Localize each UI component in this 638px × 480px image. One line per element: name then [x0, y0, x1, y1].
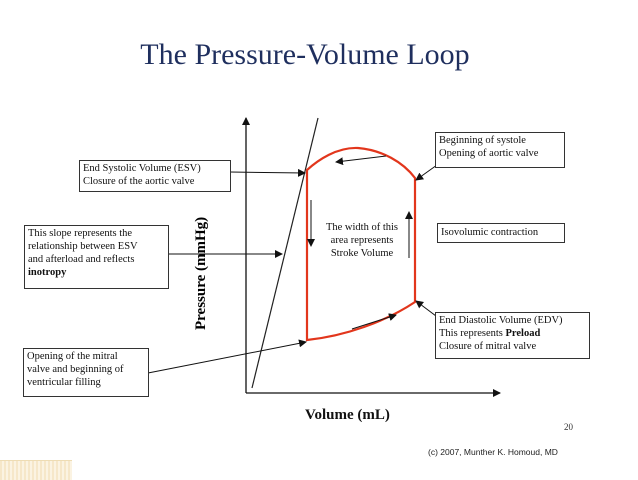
- esv-pointer: [229, 168, 306, 177]
- pv-loop: [305, 146, 417, 342]
- edv-text-3: Closure of mitral valve: [439, 341, 537, 352]
- systole-text-1: Beginning of systole: [439, 135, 526, 146]
- inotropy-label: inotropy: [28, 267, 67, 278]
- filling-arrow: [351, 313, 397, 330]
- edv-text-1: End Diastolic Volume (EDV): [439, 315, 563, 326]
- width-text-3: Stroke Volume: [330, 248, 394, 259]
- edv-text-2: This represents Preload: [439, 327, 586, 340]
- slope-callout: This slope represents the relationship b…: [24, 225, 169, 289]
- mitral-text-2: valve and beginning of: [27, 364, 124, 375]
- esv-label: End Systolic Volume (ESV): [83, 163, 201, 174]
- slope-text-2: relationship between ESV: [28, 241, 138, 252]
- esv-callout: End Systolic Volume (ESV) Closure of the…: [79, 160, 231, 192]
- stroke-volume-note: The width of this area represents Stroke…: [312, 221, 412, 260]
- mitral-text-3: ventricular filling: [27, 377, 101, 388]
- edv-prefix: This represents: [439, 328, 506, 339]
- mitral-pointer: [147, 339, 307, 374]
- page-number: 20: [564, 422, 573, 432]
- x-axis-label: Volume (mL): [305, 407, 390, 423]
- edv-pointer: [415, 300, 437, 317]
- isovolumic-callout: Isovolumic contraction: [437, 223, 565, 243]
- systole-text-2: Opening of aortic valve: [439, 148, 539, 159]
- width-text-2: area represents: [330, 235, 394, 246]
- espvr-slope-line: [251, 117, 319, 389]
- width-text-1: The width of this: [325, 222, 399, 233]
- page-title: The Pressure-Volume Loop: [140, 38, 470, 71]
- edv-callout: End Diastolic Volume (EDV) This represen…: [435, 312, 590, 359]
- mitral-callout: Opening of the mitral valve and beginnin…: [23, 348, 149, 397]
- decorative-corner-strip: [0, 460, 72, 480]
- preload-label: Preload: [505, 328, 541, 339]
- ejection-arrow: [335, 155, 387, 166]
- systole-pointer: [415, 164, 438, 181]
- isovolumic-label: Isovolumic contraction: [441, 227, 539, 238]
- slope-text-4: inotropy: [28, 266, 165, 279]
- slope-text-1: This slope represents the: [28, 228, 133, 239]
- copyright-notice: (c) 2007, Munther K. Homoud, MD: [428, 447, 558, 457]
- systole-callout: Beginning of systole Opening of aortic v…: [435, 132, 565, 168]
- y-axis-label: Pressure (mmHg): [193, 216, 209, 330]
- aortic-closure-label: Closure of the aortic valve: [83, 176, 195, 187]
- slope-text-3: and afterload and reflects: [28, 254, 135, 265]
- mitral-text-1: Opening of the mitral: [27, 351, 118, 362]
